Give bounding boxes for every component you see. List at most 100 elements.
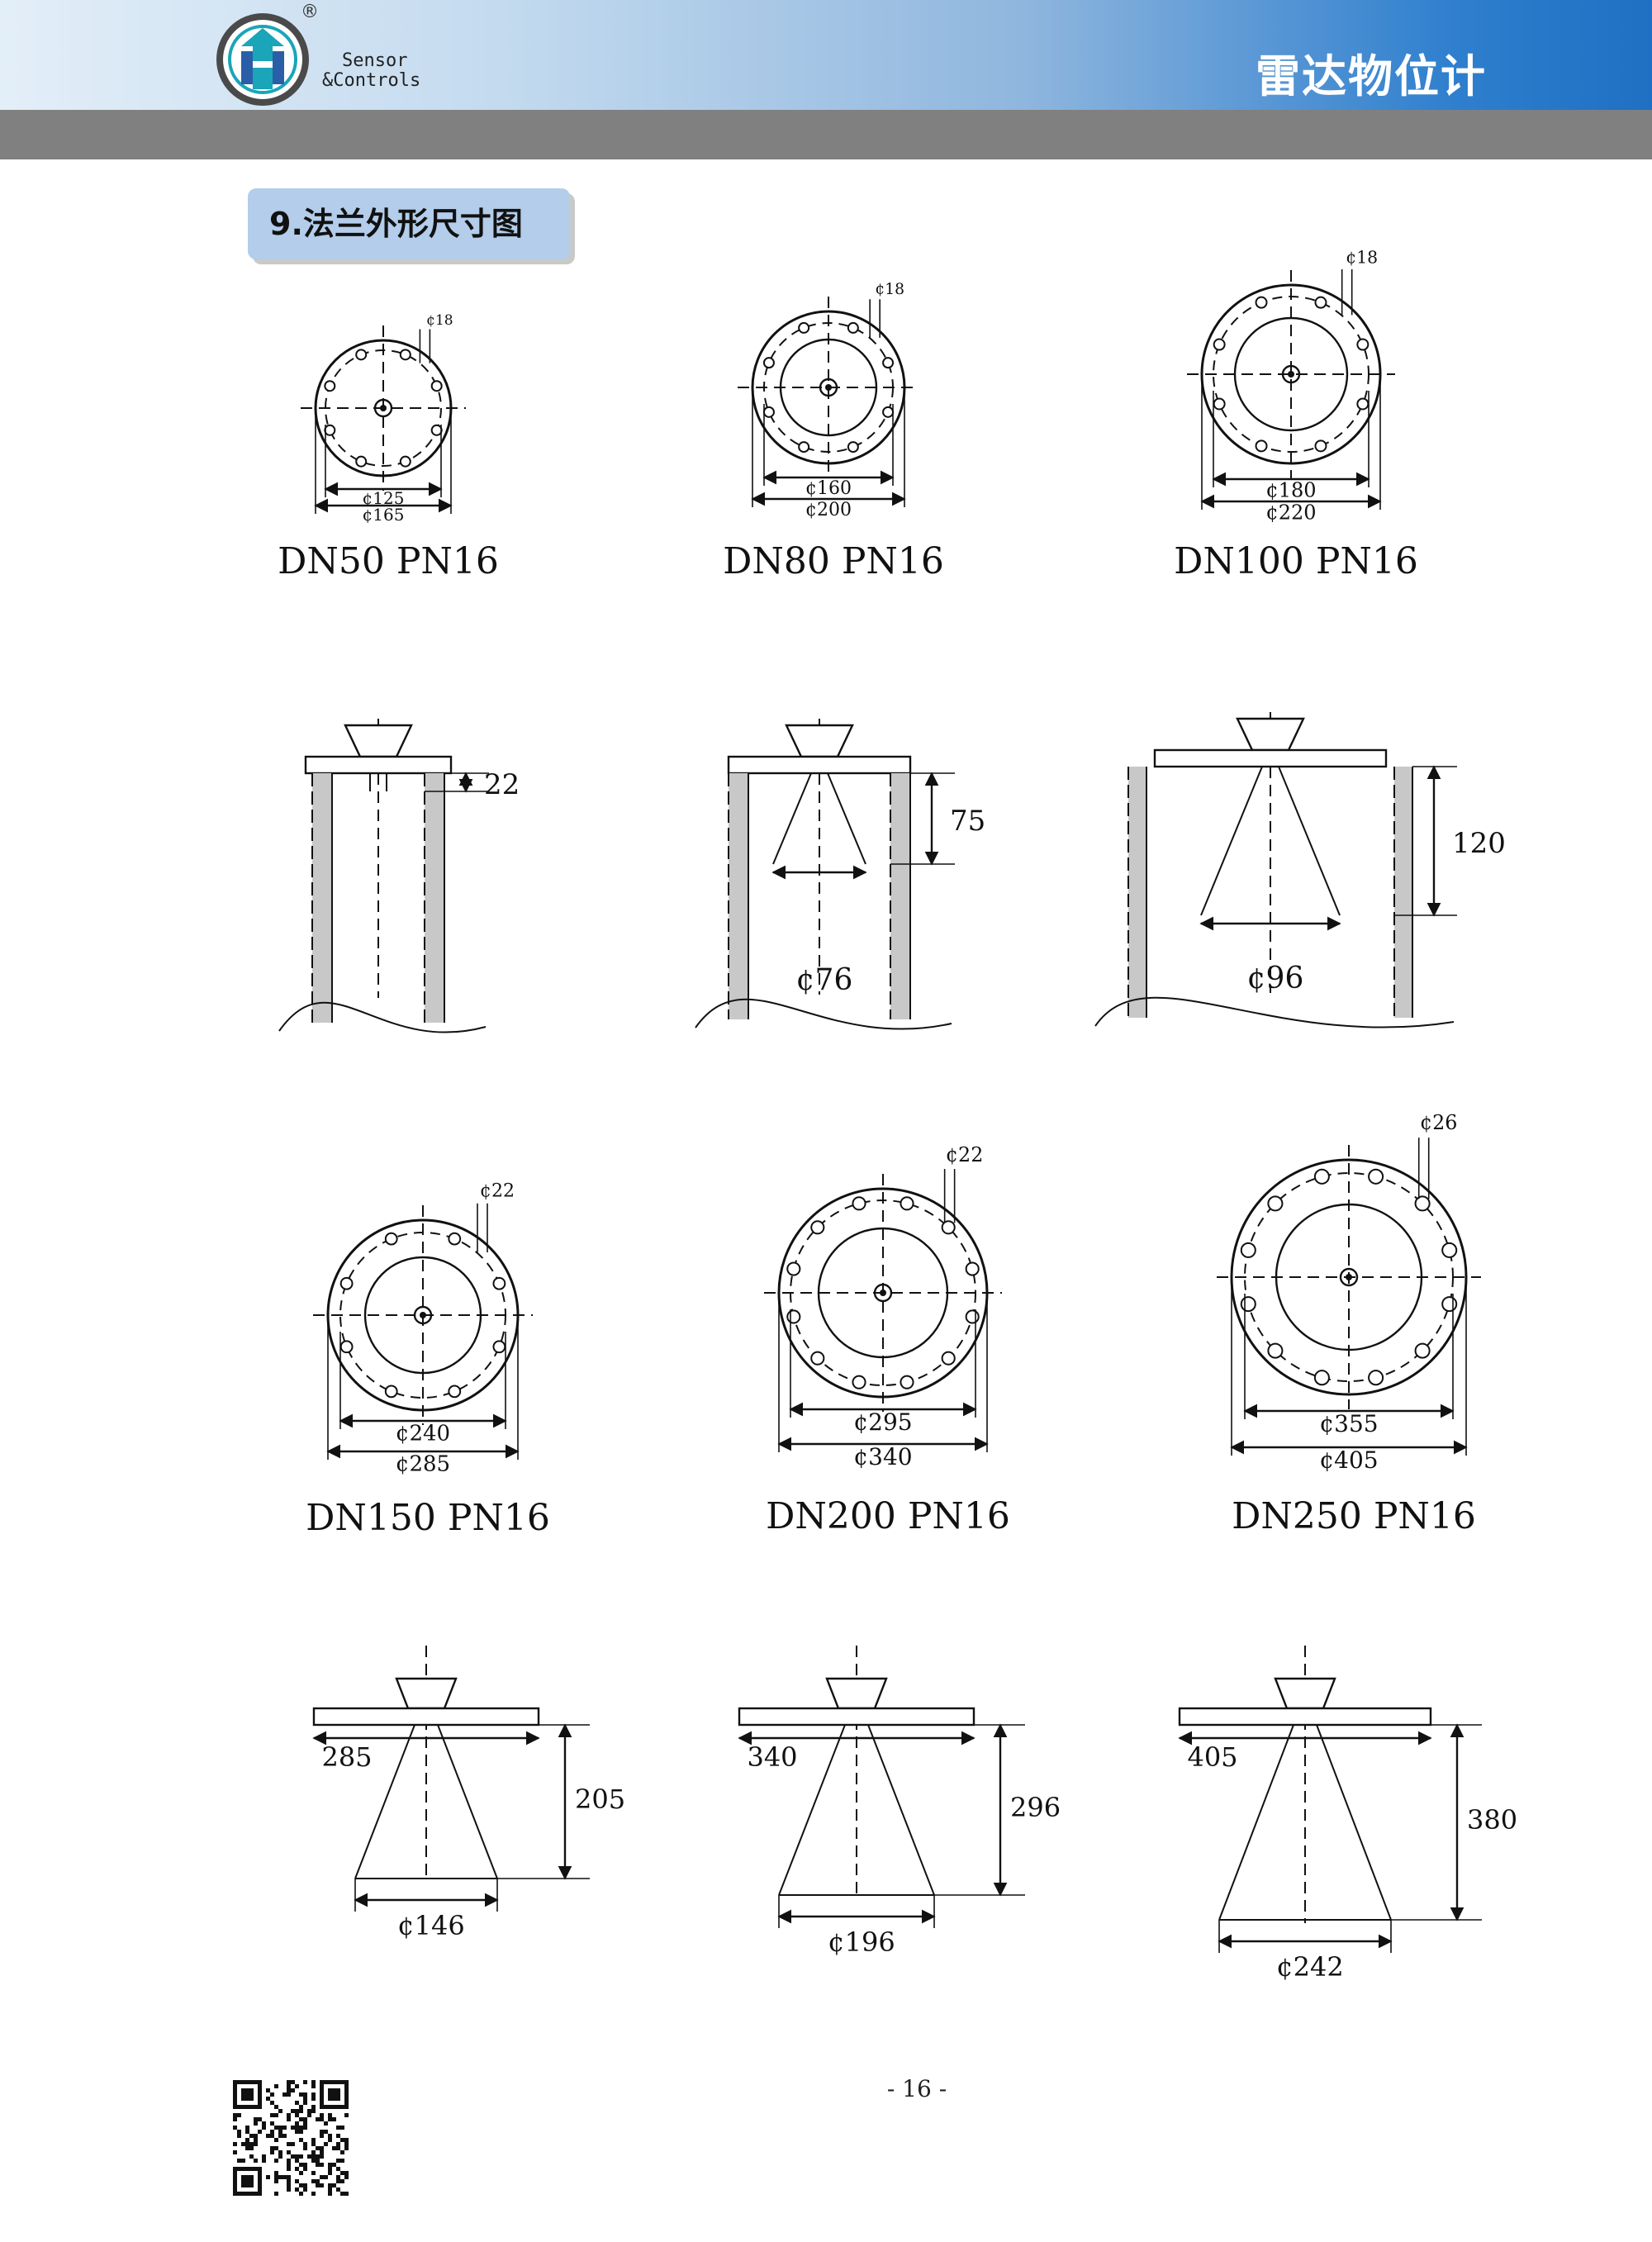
qr-cell	[233, 2080, 262, 2084]
qr-cell	[320, 2146, 324, 2150]
nozzle-wall	[729, 773, 748, 1019]
brand-name: Sensor &Controls	[322, 51, 420, 91]
qr-cell	[266, 2134, 270, 2138]
horn-section-view: 22	[278, 719, 520, 1033]
qr-cell	[328, 2192, 332, 2196]
bolt-hole	[324, 424, 336, 436]
qr-cell	[295, 2126, 299, 2130]
qr-cell	[254, 2121, 258, 2126]
qr-cell	[245, 2146, 249, 2150]
antenna-head	[344, 724, 413, 758]
qr-cell	[233, 2192, 262, 2196]
bolt-hole	[1267, 1342, 1284, 1359]
bolt-hole	[900, 1375, 914, 1389]
qr-cell	[295, 2084, 299, 2088]
qr-cell	[270, 2130, 274, 2134]
qr-cell	[328, 2138, 332, 2142]
qr-cell	[274, 2171, 278, 2175]
bolt-hole	[1213, 397, 1226, 411]
qr-cell	[316, 2163, 320, 2167]
qr-cell	[291, 2080, 295, 2084]
qr-cell	[278, 2109, 282, 2113]
antenna-head	[1236, 717, 1305, 752]
qr-cell	[249, 2142, 254, 2146]
qr-cell	[274, 2105, 278, 2109]
qr-cell	[278, 2130, 282, 2134]
qr-cell	[295, 2113, 299, 2117]
bolt-hole	[847, 321, 859, 334]
qr-cell	[282, 2175, 287, 2179]
center-dot	[1288, 371, 1294, 378]
horn-side	[1278, 766, 1341, 916]
qr-cell	[316, 2154, 320, 2159]
qr-cell	[274, 2084, 278, 2088]
hole-diameter-label: ¢22	[480, 1180, 515, 1202]
qr-cell	[320, 2134, 324, 2138]
qr-cell	[270, 2121, 274, 2126]
qr-cell	[320, 2175, 324, 2179]
qr-cell	[299, 2163, 303, 2167]
qr-cell	[233, 2167, 237, 2196]
qr-cell	[311, 2105, 316, 2109]
flange-outer-circle	[1230, 1158, 1468, 1396]
qr-cell	[311, 2150, 316, 2154]
qr-cell	[336, 2146, 340, 2150]
qr-cell	[233, 2117, 237, 2121]
flange-plate	[738, 1707, 976, 1727]
outer-diameter-label: ¢165	[363, 505, 405, 525]
qr-cell	[291, 2154, 295, 2159]
qr-cell	[270, 2150, 274, 2154]
bolt-hole	[882, 357, 895, 369]
bolt-hole	[852, 1375, 866, 1389]
tank-wall-curve	[695, 998, 952, 1030]
bolt-hole	[798, 321, 810, 334]
qr-cell	[287, 2084, 291, 2088]
bolt-hole	[810, 1351, 825, 1366]
qr-cell	[237, 2134, 241, 2138]
horn-diameter-label: ¢146	[397, 1910, 464, 1941]
outer-diameter-label: ¢405	[1319, 1446, 1378, 1474]
bolt-hole	[762, 357, 775, 369]
qr-cell	[311, 2179, 316, 2183]
qr-cell	[328, 2088, 340, 2101]
qr-cell	[320, 2154, 324, 2159]
qr-cell	[328, 2163, 332, 2167]
qr-cell	[241, 2088, 254, 2101]
qr-cell	[287, 2179, 291, 2183]
bolt-hole	[810, 1220, 825, 1235]
header-bar	[0, 110, 1652, 159]
qr-cell	[311, 2192, 316, 2196]
antenna-head	[1274, 1677, 1336, 1710]
qr-cell	[303, 2117, 307, 2121]
outer-diameter-label: ¢200	[805, 500, 852, 520]
qr-cell	[311, 2092, 316, 2097]
horn-diameter-label: ¢196	[828, 1926, 895, 1958]
header-title: 雷达物位计	[1256, 50, 1487, 102]
horn-section-view: 120¢96	[1094, 712, 1506, 1028]
qr-cell	[262, 2121, 266, 2126]
qr-cell	[311, 2084, 316, 2088]
qr-cell	[282, 2134, 287, 2138]
qr-cell	[311, 2154, 316, 2159]
bolt-hole	[1441, 1296, 1458, 1313]
qr-cell	[299, 2105, 303, 2109]
bolt-hole	[1368, 1370, 1384, 1386]
qr-cell	[278, 2150, 282, 2154]
height-label: 380	[1467, 1804, 1517, 1836]
horn-diameter-label: ¢76	[796, 963, 853, 997]
qr-cell	[237, 2159, 241, 2163]
qr-cell	[311, 2171, 316, 2175]
qr-cell	[287, 2187, 291, 2192]
qr-cell	[258, 2167, 262, 2196]
qr-cell	[320, 2117, 324, 2121]
qr-cell	[278, 2126, 282, 2130]
qr-cell	[291, 2126, 295, 2130]
bolt-hole	[448, 1232, 462, 1246]
horn-side	[778, 1724, 846, 1896]
horn-side	[354, 1724, 415, 1879]
qr-cell	[249, 2154, 254, 2159]
qr-cell	[303, 2183, 307, 2187]
qr-cell	[295, 2167, 299, 2171]
